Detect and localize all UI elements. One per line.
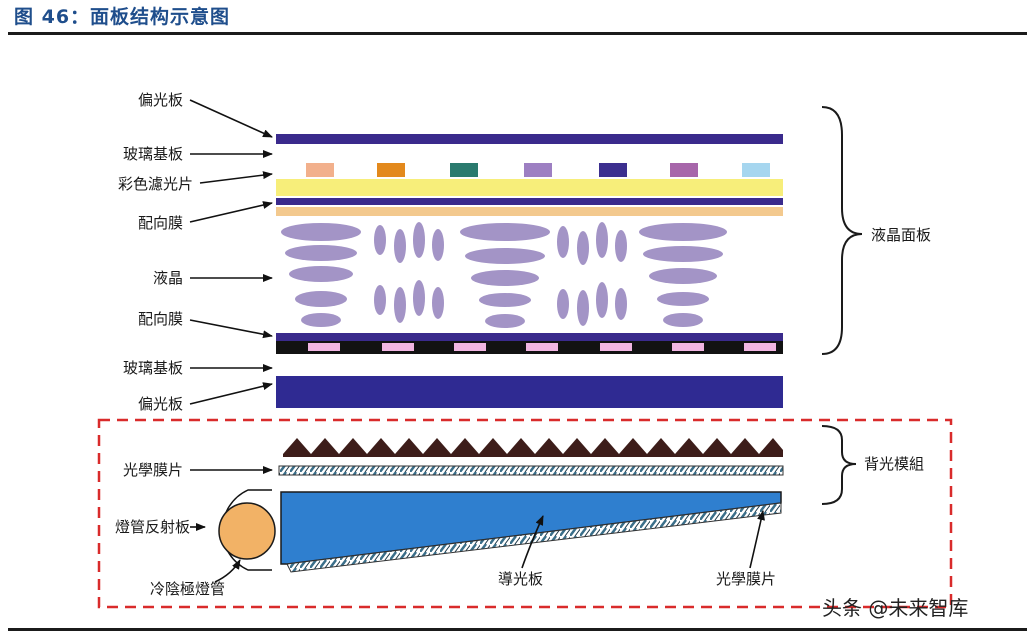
prism-sheet: [283, 438, 783, 457]
alignment-bottom-layer: [276, 333, 783, 341]
optical-film-sheet: [278, 465, 784, 476]
filter-cell: [377, 163, 405, 177]
arrow-alignment-bottom: [189, 319, 273, 339]
color-filter-cells: [306, 163, 770, 177]
label-glass-top: 玻璃基板: [123, 145, 183, 163]
label-optical-film: 光學膜片: [123, 461, 183, 479]
label-color-filter: 彩色濾光片: [118, 175, 193, 193]
label-alignment-bottom: 配向膜: [138, 310, 183, 328]
glass-bottom-pixels: [308, 343, 776, 351]
light-guide-plate: [280, 491, 782, 565]
arrow-light-guide: [521, 515, 544, 569]
figure-title: 图 46：面板结构示意图: [14, 6, 231, 28]
arrow-polarizer-top: [189, 99, 273, 138]
alignment-top-peach-layer: [276, 207, 783, 216]
arrow-alignment-top: [189, 201, 273, 223]
arrow-optical-film-bottom: [749, 510, 765, 569]
filter-cell: [670, 163, 698, 177]
label-optical-film-bottom: 光學膜片: [716, 570, 776, 588]
label-polarizer-bottom: 偏光板: [138, 395, 183, 413]
callout-arrows: [189, 99, 765, 583]
color-filter-yellow-layer: [276, 179, 783, 196]
backlight-brace: [821, 425, 857, 505]
arrow-polarizer-bottom: [189, 382, 273, 405]
label-backlight-module: 背光模組: [864, 455, 924, 473]
left-labels: 偏光板 玻璃基板 彩色濾光片 配向膜 液晶 配向膜 玻璃基板 偏光板 光學膜片 …: [115, 91, 193, 536]
label-liquid-crystal: 液晶: [153, 269, 183, 287]
label-light-guide: 導光板: [498, 570, 543, 588]
liquid-crystal-molecules: [281, 222, 727, 328]
alignment-top-layer: [276, 198, 783, 205]
top-rule: [8, 32, 1027, 35]
label-ccfl: 冷陰極燈管: [150, 580, 225, 598]
filter-cell: [306, 163, 334, 177]
ccfl-lamp: [218, 502, 276, 560]
label-lcd-panel: 液晶面板: [871, 226, 931, 244]
watermark: 头条 @未来智库: [822, 596, 969, 620]
polarizer-top-layer: [276, 134, 783, 144]
filter-cell: [450, 163, 478, 177]
arrow-color-filter: [199, 171, 273, 184]
filter-cell: [524, 163, 552, 177]
label-glass-bottom: 玻璃基板: [123, 359, 183, 377]
backlight-boundary: [97, 418, 953, 609]
label-lamp-reflector: 燈管反射板: [115, 518, 190, 536]
label-alignment-top: 配向膜: [138, 214, 183, 232]
label-polarizer-top: 偏光板: [138, 91, 183, 109]
filter-cell: [599, 163, 627, 177]
arrow-ccfl: [214, 559, 241, 583]
lcd-panel-brace: [821, 106, 863, 355]
filter-cell: [742, 163, 770, 177]
polarizer-bottom-layer: [276, 376, 783, 408]
bottom-rule: [8, 628, 1027, 631]
